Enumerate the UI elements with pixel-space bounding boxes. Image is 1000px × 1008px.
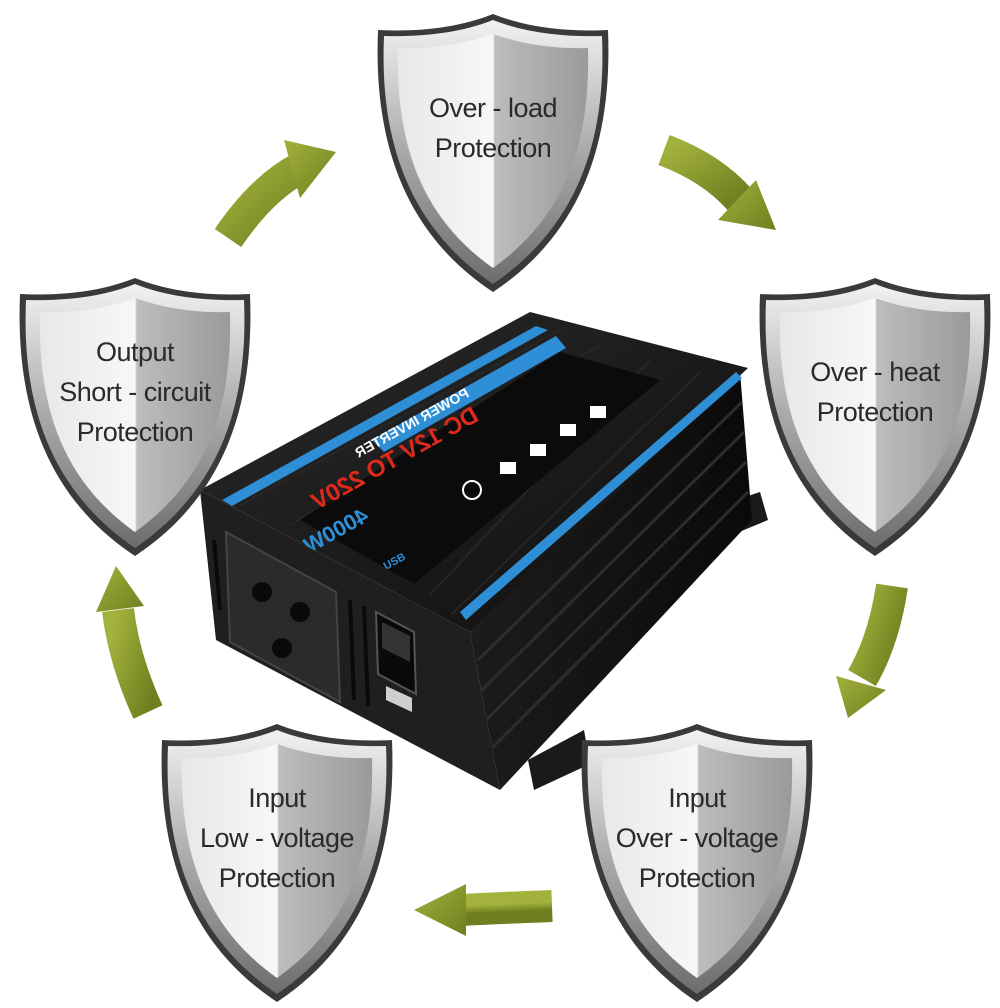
inverter-side-panel bbox=[470, 372, 752, 790]
shield-line: Over - heat bbox=[810, 357, 940, 387]
arrow-overvoltage-to-lowvoltage bbox=[414, 884, 553, 936]
shield-line: Over - load bbox=[428, 93, 558, 123]
ac-socket bbox=[224, 530, 342, 704]
shield-icon bbox=[377, 14, 609, 292]
shield-icon bbox=[759, 278, 991, 556]
shield-line: Protection bbox=[434, 133, 552, 163]
inverter-label-panel bbox=[300, 352, 660, 584]
shield-overload-protection: Over - load Protection bbox=[368, 8, 618, 298]
shield-line: Output bbox=[95, 337, 175, 367]
shield-line: Protection bbox=[638, 863, 756, 893]
shield-line: Input bbox=[668, 783, 726, 813]
shield-label: Output Short - circuit Protection bbox=[40, 322, 230, 462]
shield-overheat-protection: Over - heat Protection bbox=[750, 272, 1000, 562]
arrow-overload-to-overheat bbox=[658, 135, 776, 230]
shield-icon bbox=[581, 724, 813, 1002]
usb-port bbox=[386, 686, 412, 712]
shield-line: Over - voltage bbox=[615, 823, 779, 853]
arrow-lowvoltage-to-shortcircuit bbox=[96, 566, 163, 719]
shield-icon bbox=[161, 724, 393, 1002]
power-switch bbox=[374, 610, 418, 696]
shield-line: Low - voltage bbox=[199, 823, 355, 853]
arrow-shortcircuit-to-overload bbox=[214, 140, 336, 248]
shield-line: Short - circuit bbox=[59, 377, 211, 407]
shield-line: Protection bbox=[816, 397, 934, 427]
shield-label: Input Over - voltage Protection bbox=[602, 768, 792, 908]
shield-input-lowvoltage-protection: Input Low - voltage Protection bbox=[152, 718, 402, 1008]
shield-line: Input bbox=[248, 783, 306, 813]
shield-label: Over - load Protection bbox=[398, 58, 588, 198]
shield-line: Protection bbox=[76, 417, 194, 447]
shield-label: Input Low - voltage Protection bbox=[182, 768, 372, 908]
arrow-overheat-to-overvoltage bbox=[836, 583, 908, 718]
shield-line: Protection bbox=[218, 863, 336, 893]
shield-output-shortcircuit-protection: Output Short - circuit Protection bbox=[10, 272, 260, 562]
shield-label: Over - heat Protection bbox=[780, 322, 970, 462]
appliance-icons bbox=[462, 406, 606, 500]
shield-input-overvoltage-protection: Input Over - voltage Protection bbox=[572, 718, 822, 1008]
shield-icon bbox=[19, 278, 251, 556]
